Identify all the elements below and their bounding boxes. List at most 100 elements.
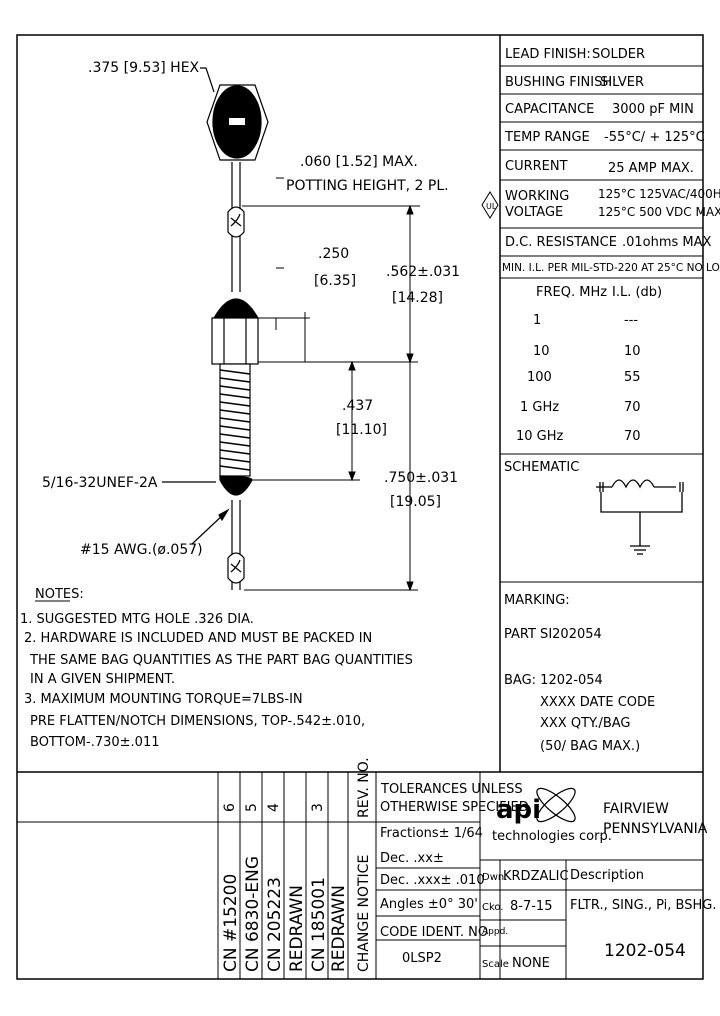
rev-number: 3: [310, 803, 326, 812]
drawn-value: KRDZALIC: [503, 869, 569, 884]
bushing-finish-label: BUSHING FINISH:: [505, 75, 617, 90]
marking-label: MARKING:: [504, 593, 570, 608]
current-value: 25 AMP MAX.: [608, 161, 694, 176]
il-row-freq: 100: [527, 370, 552, 385]
dc-resistance-label: D.C. RESISTANCE: [505, 235, 617, 250]
marking-line: XXXX DATE CODE: [540, 695, 655, 710]
change-notice: CN 6830-ENG: [243, 856, 263, 972]
company-city: FAIRVIEW: [603, 801, 669, 817]
title-block: Dwn. KRDZALIC Cko. 8-7-15 Appd. Scale NO…: [482, 868, 716, 971]
note-line: 3. MAXIMUM MOUNTING TORQUE=7LBS-IN: [24, 692, 303, 707]
spec-rows: LEAD FINISH: SOLDER BUSHING FINISH: SILV…: [481, 47, 720, 475]
note-line: THE SAME BAG QUANTITIES AS THE PART BAG …: [29, 653, 413, 668]
tolerance-block: TOLERANCES UNLESS OTHERWISE SPECIFIED Fr…: [380, 782, 529, 966]
tolerance-header: TOLERANCES UNLESS: [380, 782, 523, 797]
checked-label: Cko.: [482, 902, 504, 913]
code-ident-value: 0LSP2: [402, 951, 442, 966]
working-voltage-dc: 125°C 500 VDC MAX: [598, 205, 720, 219]
description-value: FLTR., SING., Pi, BSHG.: [570, 898, 716, 913]
change-header: CHANGE NOTICE: [356, 855, 372, 972]
change-notice: REDRAWN: [329, 885, 349, 972]
code-ident-label: CODE IDENT. NO: [380, 925, 488, 940]
dc-resistance-value: .01ohms MAX: [622, 235, 712, 250]
revision-entries: 6 5 4 3 CN #15200 CN 6830-ENG CN 205223 …: [221, 757, 372, 972]
dimension-lines: [242, 177, 420, 592]
dim-250-mm: [6.35]: [314, 273, 356, 289]
revision-block-lines: [17, 772, 377, 979]
insertion-loss-title: MIN. I.L. PER MIL-STD-220 AT 25°C NO LOA…: [502, 262, 720, 274]
bushing-finish-value: SILVER: [600, 75, 644, 90]
spec-table-lines: [500, 65, 703, 583]
note-line: 2. HARDWARE IS INCLUDED AND MUST BE PACK…: [24, 631, 372, 646]
il-row-value: 70: [624, 400, 641, 415]
marking-line: (50/ BAG MAX.): [540, 739, 640, 754]
temp-range-label: TEMP RANGE: [504, 130, 590, 145]
temp-range-value: -55°C/ + 125°C: [604, 130, 705, 145]
il-col-freq: FREQ. MHz: [536, 285, 607, 300]
thread-label: 5/16-32UNEF-2A: [42, 475, 158, 491]
il-row-freq: 1 GHz: [520, 400, 559, 415]
note-line: 1. SUGGESTED MTG HOLE .326 DIA.: [20, 612, 254, 627]
il-row-value: 70: [624, 429, 641, 444]
title-block-lines: [480, 859, 703, 979]
rev-header: REV. NO.: [356, 757, 372, 818]
tolerance-block-lines: [376, 772, 481, 979]
potting-label-2: POTTING HEIGHT, 2 PL.: [286, 178, 449, 194]
dim-562: .562±.031: [386, 264, 460, 280]
working-voltage-ac: 125°C 125VAC/400Hz: [598, 187, 720, 201]
schematic-label: SCHEMATIC: [504, 460, 579, 475]
lead-finish-value: SOLDER: [592, 47, 645, 62]
tolerance-dec-xx: Dec. .xx±: [380, 851, 444, 866]
dim-750: .750±.031: [384, 470, 458, 486]
current-label: CURRENT: [505, 159, 568, 174]
il-row-value: 10: [624, 344, 641, 359]
marking-bag: BAG: 1202-054: [504, 673, 603, 688]
company-state: PENNSYLVANIA: [603, 821, 708, 837]
description-label: Description: [570, 868, 644, 883]
dim-750-mm: [19.05]: [390, 494, 441, 510]
marking-section: MARKING: PART SI202054 BAG: 1202-054 XXX…: [504, 593, 655, 754]
notes-section: NOTES: 1. SUGGESTED MTG HOLE .326 DIA. 2…: [20, 587, 413, 750]
rev-number: 4: [266, 803, 282, 812]
dim-437: .437: [342, 398, 373, 414]
pi-filter-schematic: [596, 479, 684, 555]
capacitance-label: CAPACITANCE: [505, 102, 594, 117]
il-row-freq: 10: [533, 344, 550, 359]
hex-shape: [206, 84, 269, 161]
dim-437-mm: [11.10]: [336, 422, 387, 438]
il-row-value: 55: [624, 370, 641, 385]
drawn-label: Dwn.: [482, 872, 507, 883]
ul-badge: UL: [481, 191, 499, 219]
api-logo: api: [496, 795, 541, 825]
change-notice: CN 205223: [265, 877, 285, 972]
atom-logo-icon: [536, 787, 576, 823]
il-row-freq: 1: [533, 313, 541, 328]
tolerance-dec-xxx: Dec. .xxx± .010: [380, 873, 485, 888]
il-col-il: I.L. (db): [612, 285, 662, 300]
thread-lines: [219, 369, 251, 471]
notes-title: NOTES:: [35, 587, 84, 602]
capacitance-value: 3000 pF MIN: [612, 102, 694, 117]
company-name: technologies corp.: [492, 829, 612, 844]
tolerance-header: OTHERWISE SPECIFIED: [380, 800, 529, 815]
approved-label: Appd.: [482, 927, 508, 937]
rev-number: 6: [222, 803, 238, 812]
component-drawing: [162, 67, 269, 590]
working-voltage-label: VOLTAGE: [505, 205, 563, 220]
ul-badge-text: UL: [486, 202, 497, 211]
dim-250: .250: [318, 246, 349, 262]
change-notice: CN #15200: [221, 874, 241, 972]
tolerance-fractions: Fractions± 1/64: [380, 826, 483, 841]
il-row-freq: 10 GHz: [516, 429, 564, 444]
wire-label: #15 AWG.(ø.057): [80, 542, 203, 558]
hex-label: .375 [9.53] HEX: [88, 60, 200, 76]
marking-line: XXX QTY./BAG: [540, 716, 631, 731]
marking-part: PART SI202054: [504, 627, 602, 642]
lead-finish-label: LEAD FINISH:: [505, 47, 591, 62]
drawing-labels: .375 [9.53] HEX .060 [1.52] MAX. POTTING…: [42, 60, 460, 558]
rev-number: 5: [244, 803, 260, 812]
checked-value: 8-7-15: [510, 899, 552, 914]
note-line: IN A GIVEN SHIPMENT.: [30, 672, 175, 687]
working-voltage-label: WORKING: [505, 189, 569, 204]
